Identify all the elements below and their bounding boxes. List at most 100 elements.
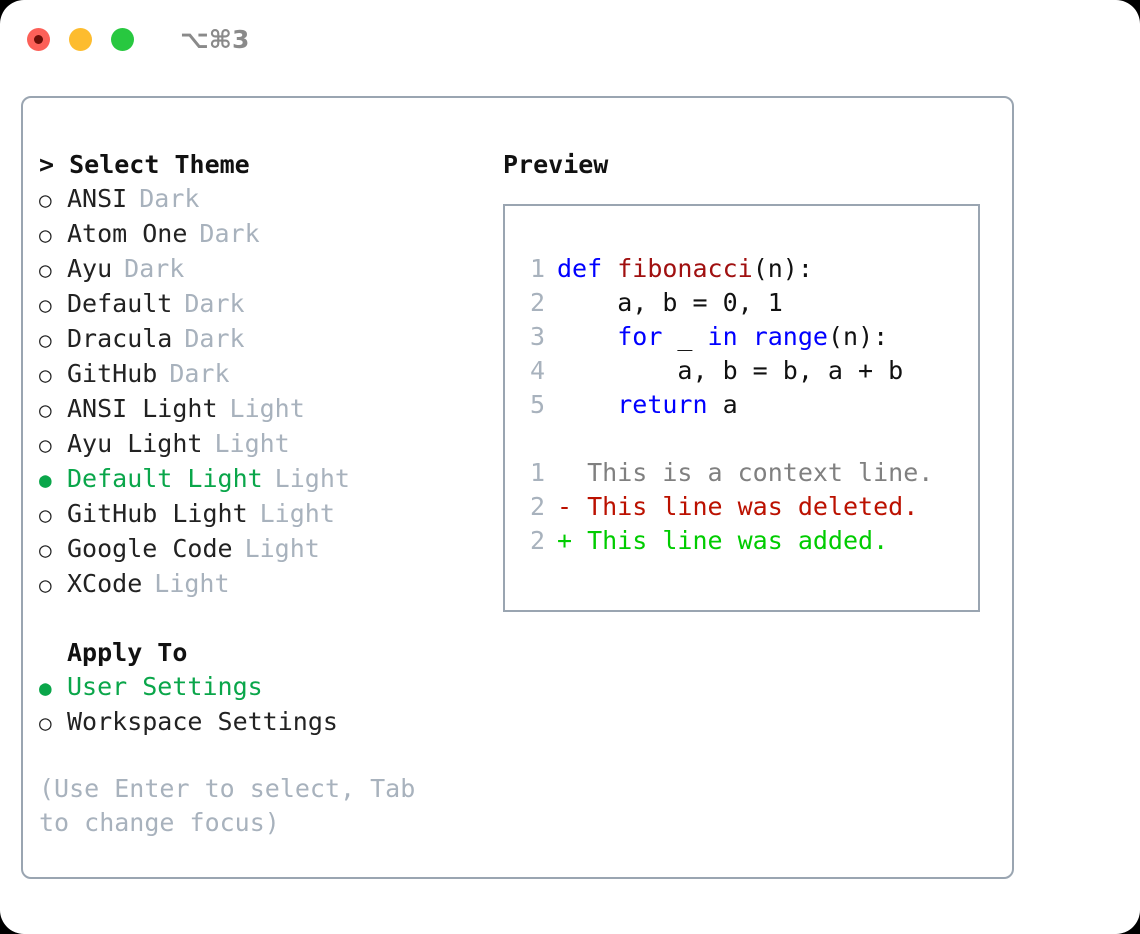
line-number: 1 <box>529 254 545 283</box>
select-theme-header: > Select Theme <box>39 150 250 179</box>
theme-option-label: XCode <box>67 569 143 598</box>
theme-option-category: Light <box>259 499 335 528</box>
apply-to-option-workspace-settings[interactable]: ○ Workspace Settings <box>39 705 489 740</box>
theme-option-category: Dark <box>124 254 185 283</box>
code-line: 2 a, b = 0, 1 <box>523 286 978 320</box>
code-line-text: a, b = 0, 1 <box>557 286 783 320</box>
theme-option-label: GitHub <box>67 359 158 388</box>
radio-selected-icon: ● <box>39 676 52 700</box>
code-line-text: return a <box>557 388 738 422</box>
diff-marker <box>557 456 572 490</box>
keyboard-hint-text: (Use Enter to select, Tab to change focu… <box>39 774 431 837</box>
code-line: 1 def fibonacci(n): <box>523 252 978 286</box>
apply-to-option-user-settings[interactable]: ● User Settings <box>39 670 489 705</box>
close-window-button[interactable] <box>27 27 50 51</box>
apply-to-header: Apply To <box>67 638 188 667</box>
theme-option-atom-one[interactable]: ○ Atom One Dark <box>39 217 489 252</box>
code-token-plain: a, b = 0, 1 <box>557 288 783 317</box>
radio-unselected-icon: ○ <box>39 433 52 457</box>
keyboard-shortcut-label: ⌥⌘3 <box>180 24 250 54</box>
theme-option-category: Dark <box>199 219 260 248</box>
radio-unselected-icon: ○ <box>39 711 52 735</box>
code-line: 3 for _ in range(n): <box>523 320 978 354</box>
close-icon <box>34 34 43 44</box>
theme-option-label: ANSI <box>67 184 128 213</box>
theme-option-ayu-light[interactable]: ○ Ayu Light Light <box>39 427 489 462</box>
theme-option-label: Atom One <box>67 219 188 248</box>
theme-option-category: Light <box>214 429 290 458</box>
code-token-plain <box>738 322 753 351</box>
code-token-plain: (n): <box>752 254 813 283</box>
code-token-plain <box>557 390 617 419</box>
radio-selected-icon: ● <box>39 468 52 492</box>
apply-to-option-label: User Settings <box>67 672 263 701</box>
diff-line: 2- This line was deleted. <box>523 490 978 524</box>
theme-option-ayu[interactable]: ○ Ayu Dark <box>39 252 489 287</box>
line-number: 2 <box>529 288 545 317</box>
diff-preview: 1 This is a context line.2- This line wa… <box>523 456 978 558</box>
radio-unselected-icon: ○ <box>39 223 52 247</box>
radio-unselected-icon: ○ <box>39 293 52 317</box>
radio-unselected-icon: ○ <box>39 538 52 562</box>
theme-option-label: ANSI Light <box>67 394 218 423</box>
diff-marker: - <box>557 492 573 521</box>
line-number: 3 <box>529 322 545 351</box>
radio-unselected-icon: ○ <box>39 258 52 282</box>
theme-option-label: Dracula <box>67 324 173 353</box>
theme-option-label: GitHub Light <box>67 499 248 528</box>
theme-option-label: Default Light <box>67 464 263 493</box>
theme-option-github-light[interactable]: ○ GitHub Light Light <box>39 497 489 532</box>
preview-title: Preview <box>503 150 609 179</box>
code-token-kw: def <box>557 254 618 283</box>
code-token-kw: for <box>617 322 663 351</box>
code-token-kw: range <box>752 322 828 351</box>
line-number: 1 <box>529 458 545 487</box>
theme-option-label: Ayu <box>67 254 113 283</box>
diff-line-text: This line was added. <box>572 526 889 555</box>
radio-unselected-icon: ○ <box>39 503 52 527</box>
apply-to-list[interactable]: ● User Settings ○ Workspace Settings <box>39 670 489 740</box>
theme-option-category: Dark <box>139 184 200 213</box>
code-token-plain: (n): <box>827 322 889 351</box>
minimize-window-button[interactable] <box>69 27 92 51</box>
line-number: 5 <box>529 390 545 419</box>
diff-line: 2+ This line was added. <box>523 524 978 558</box>
line-number: 4 <box>529 356 545 385</box>
code-token-plain: _ <box>662 322 708 351</box>
code-token-plain <box>557 322 617 351</box>
maximize-window-button[interactable] <box>111 27 134 51</box>
code-token-plain: a, b = b, a + b <box>557 356 904 385</box>
code-token-plain: a <box>707 390 738 419</box>
code-token-fn: fibonacci <box>617 254 753 283</box>
code-line: 5 return a <box>523 388 978 422</box>
line-number: 2 <box>529 526 545 555</box>
apply-to-option-label: Workspace Settings <box>67 707 338 736</box>
radio-unselected-icon: ○ <box>39 363 52 387</box>
code-line: 4 a, b = b, a + b <box>523 354 978 388</box>
diff-line-text: This line was deleted. <box>572 492 919 521</box>
diff-line-text: This is a context line. <box>572 458 934 487</box>
theme-option-category: Dark <box>184 324 245 353</box>
theme-option-label: Ayu Light <box>67 429 203 458</box>
radio-unselected-icon: ○ <box>39 398 52 422</box>
diff-line: 1 This is a context line. <box>523 456 978 490</box>
code-token-kw: return <box>617 390 708 419</box>
code-token-kw: in <box>707 322 738 351</box>
list-spacer <box>39 602 489 636</box>
theme-option-category: Light <box>244 534 320 563</box>
theme-option-category: Light <box>154 569 230 598</box>
